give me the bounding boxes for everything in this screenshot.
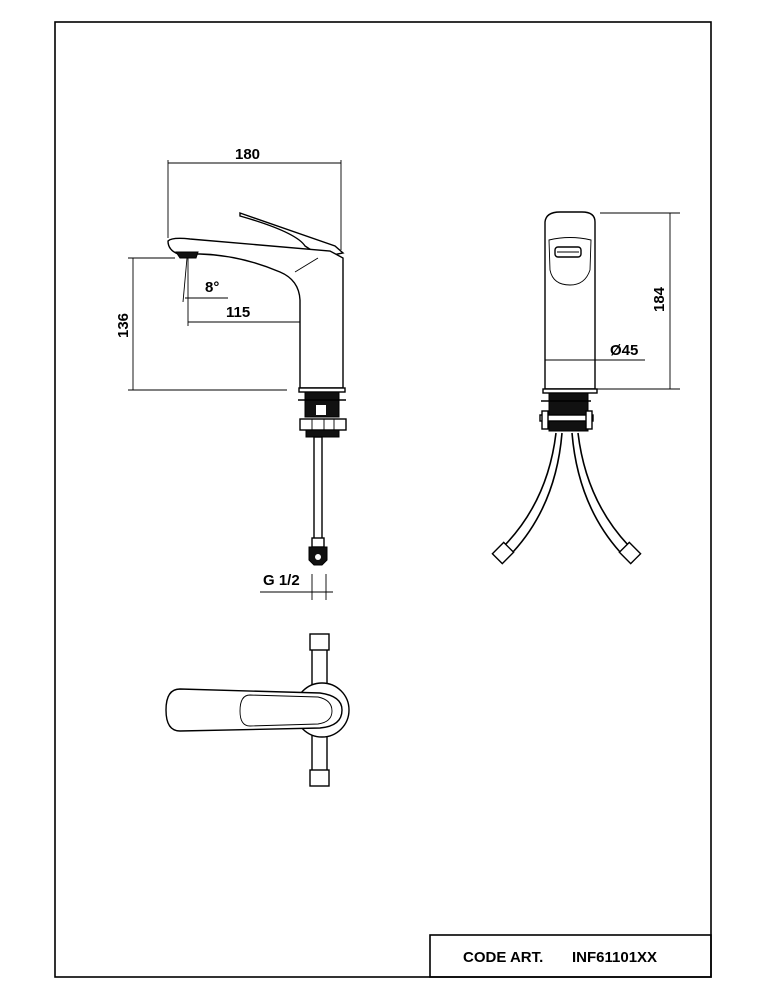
aerator bbox=[175, 251, 199, 259]
body-front bbox=[544, 211, 596, 390]
dim-spout-reach: 115 bbox=[226, 304, 250, 321]
dim-overall-length: 180 bbox=[235, 146, 260, 163]
side-view: 180 136 8° 115 G 1/ bbox=[115, 146, 347, 600]
handle-top bbox=[165, 688, 343, 732]
hose-right bbox=[571, 432, 629, 553]
dim-body-diameter: Ø45 bbox=[610, 342, 638, 359]
dim-total-height: 184 bbox=[651, 286, 668, 312]
drawing-frame bbox=[54, 21, 712, 978]
hose-left bbox=[504, 432, 563, 553]
dim-connection-thread: G 1/2 bbox=[263, 572, 300, 589]
front-view: Ø45 184 bbox=[491, 211, 680, 565]
dim-spout-height: 136 bbox=[115, 313, 132, 338]
spout-body bbox=[167, 237, 344, 389]
code-value: INF61101XX bbox=[572, 949, 657, 966]
code-label: CODE ART. bbox=[463, 949, 543, 966]
supply-hose bbox=[313, 436, 323, 541]
title-block: CODE ART. INF61101XX bbox=[429, 934, 712, 978]
top-view bbox=[165, 633, 350, 787]
dim-spout-angle: 8° bbox=[205, 279, 219, 296]
